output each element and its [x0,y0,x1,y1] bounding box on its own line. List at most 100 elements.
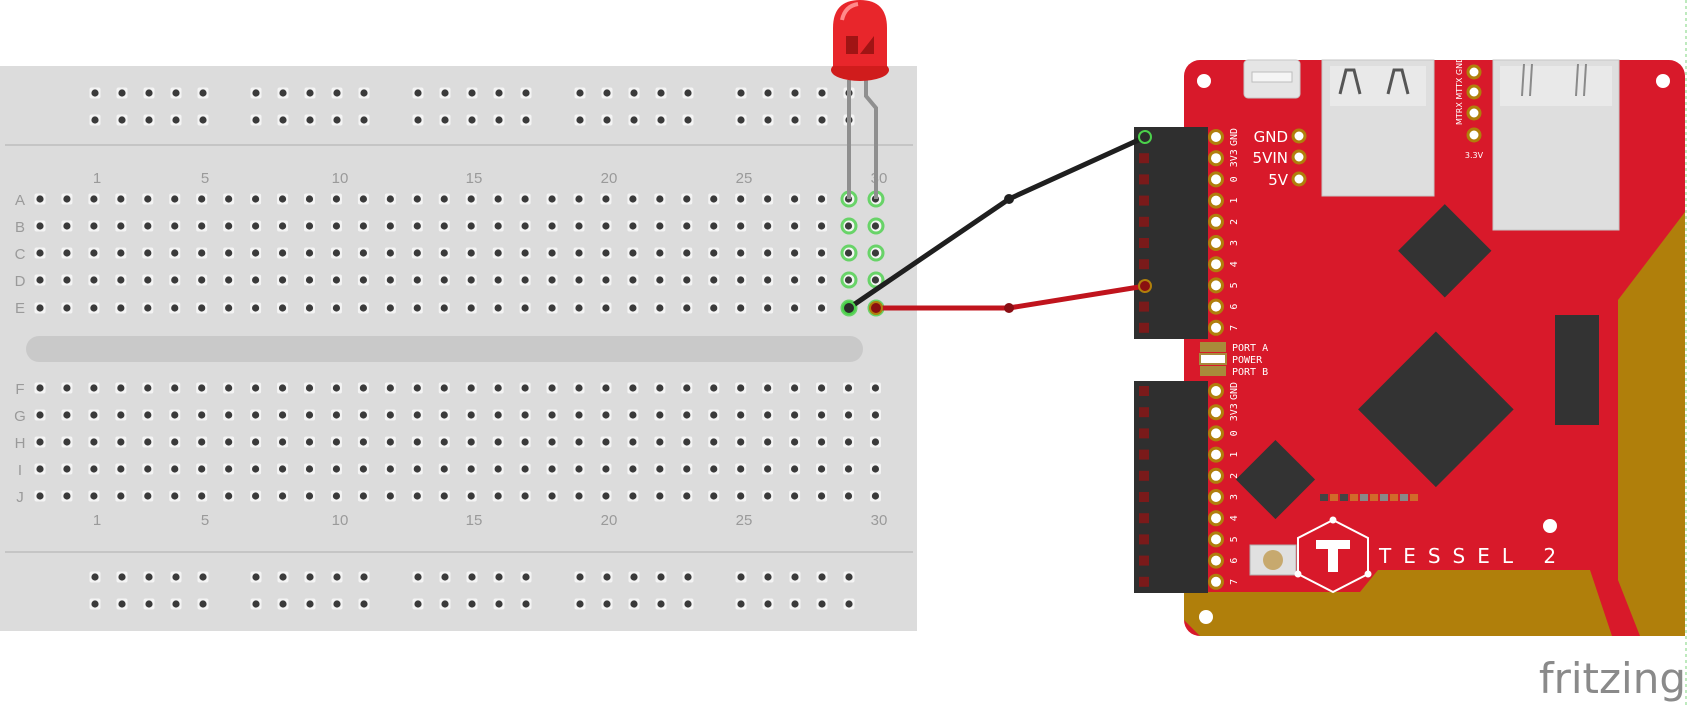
breadboard-hole-center [602,438,610,446]
breadboard-hole-center [683,276,691,284]
breadboard-hole-center [359,276,367,284]
breadboard-hole-center [332,465,341,473]
breadboard-hole-center [36,465,44,473]
breadboard-hole-center [117,195,125,203]
breadboard-hole-center [818,89,826,97]
breadboard-hole-center [332,222,341,230]
breadboard-hole-center [145,573,153,581]
breadboard-hole-center [305,438,314,446]
breadboard-hole-center [413,222,421,230]
breadboard-hole-center [818,600,826,608]
header-pin-label: 4 [1229,261,1240,267]
power-pin-label: GND [1254,128,1288,146]
breadboard-hole-center [117,492,125,500]
breadboard-hole-center [737,438,745,446]
breadboard-hole-center [576,116,584,124]
breadboard-hole-center [467,411,475,419]
breadboard-hole-center [656,195,664,203]
breadboard-hole-center [278,249,287,257]
breadboard-hole-center [386,492,394,500]
breadboard-hole-center [467,465,475,473]
breadboard-hole-center [844,411,853,419]
breadboard-hole-center [252,276,260,284]
col-num-top: 20 [601,170,618,187]
breadboard-hole-center [602,222,610,230]
breadboard-hole-center [252,222,260,230]
breadboard-hole-center [629,384,637,392]
breadboard-hole-center [63,195,71,203]
breadboard-hole-center [791,304,799,312]
breadboard-hole-center [118,89,126,97]
breadboard-hole-center [576,600,584,608]
breadboard-hole-center [603,116,611,124]
row-letter: D [15,273,26,290]
breadboard-hole-center [306,89,314,97]
breadboard-hole-center [414,89,422,97]
row-letter: H [15,435,26,452]
row-letter: F [15,381,24,398]
breadboard-hole-center [683,438,691,446]
breadboard-hole-center [278,384,287,392]
breadboard-hole-center [413,438,421,446]
breadboard-hole-center [171,492,179,500]
breadboard-hole-center [817,304,826,312]
breadboard-hole-center [521,438,529,446]
column-numbers-bottom: 1 5 10 15 20 25 30 [93,512,888,529]
header-socket [1139,322,1149,333]
breadboard-hole-center [252,195,260,203]
header-pin-label: GND [1229,382,1240,400]
wire-red-end-breadboard [869,301,883,315]
breadboard-hole-center [737,492,745,500]
breadboard-hole-center [414,600,422,608]
breadboard-hole-center [683,465,691,473]
breadboard-hole-center [252,465,260,473]
breadboard-hole-center [386,195,394,203]
breadboard-hole-center [90,384,98,392]
breadboard-hole-center [603,600,611,608]
breadboard-hole-center [333,116,341,124]
chip-rect [1555,315,1599,425]
breadboard-hole-center [548,438,556,446]
breadboard-hole-center [467,304,475,312]
uart-voltage-label: 3.3V [1465,151,1484,160]
breadboard-hole-center [494,276,502,284]
header-pin [1208,171,1224,188]
breadboard-hole-center [494,384,502,392]
breadboard-hole-center [36,438,44,446]
col-num-bottom: 15 [466,512,483,529]
breadboard-hole-center [414,116,422,124]
breadboard-hole-center [305,304,314,312]
breadboard-hole-center [844,465,853,473]
chip-main [1358,331,1514,488]
breadboard-hole-center [630,89,638,97]
breadboard-hole-center [683,195,691,203]
header-pin-label: 2 [1229,473,1240,479]
breadboard-hole-center [198,249,206,257]
breadboard-hole-center [656,465,664,473]
header-socket [1139,576,1149,587]
breadboard-hole-center [172,116,180,124]
breadboard-hole-center [171,465,179,473]
tessel-logo: TESSEL 2 [1294,516,1556,594]
resistor [1340,494,1348,501]
breadboard-hole-center [441,89,449,97]
breadboard-hole-center [575,411,583,419]
breadboard-hole-center [602,304,610,312]
breadboard-hole-center [684,573,692,581]
header-pin-label: 0 [1229,430,1240,436]
breadboard-hole-center [225,438,233,446]
resistor [1360,494,1368,501]
breadboard-hole-center [332,276,341,284]
breadboard-hole-center [440,492,448,500]
breadboard-hole-center [252,573,260,581]
breadboard-hole-center [225,384,233,392]
breadboard-hole-center [305,222,314,230]
breadboard-hole-center [117,249,125,257]
breadboard-hole-center [844,438,853,446]
breadboard-hole-center [90,465,98,473]
breadboard-hole-center [63,492,71,500]
header-pin [1208,129,1224,145]
connection-highlight [867,244,885,262]
header-pin-label: 1 [1229,452,1240,458]
breadboard-hole-center [521,222,529,230]
